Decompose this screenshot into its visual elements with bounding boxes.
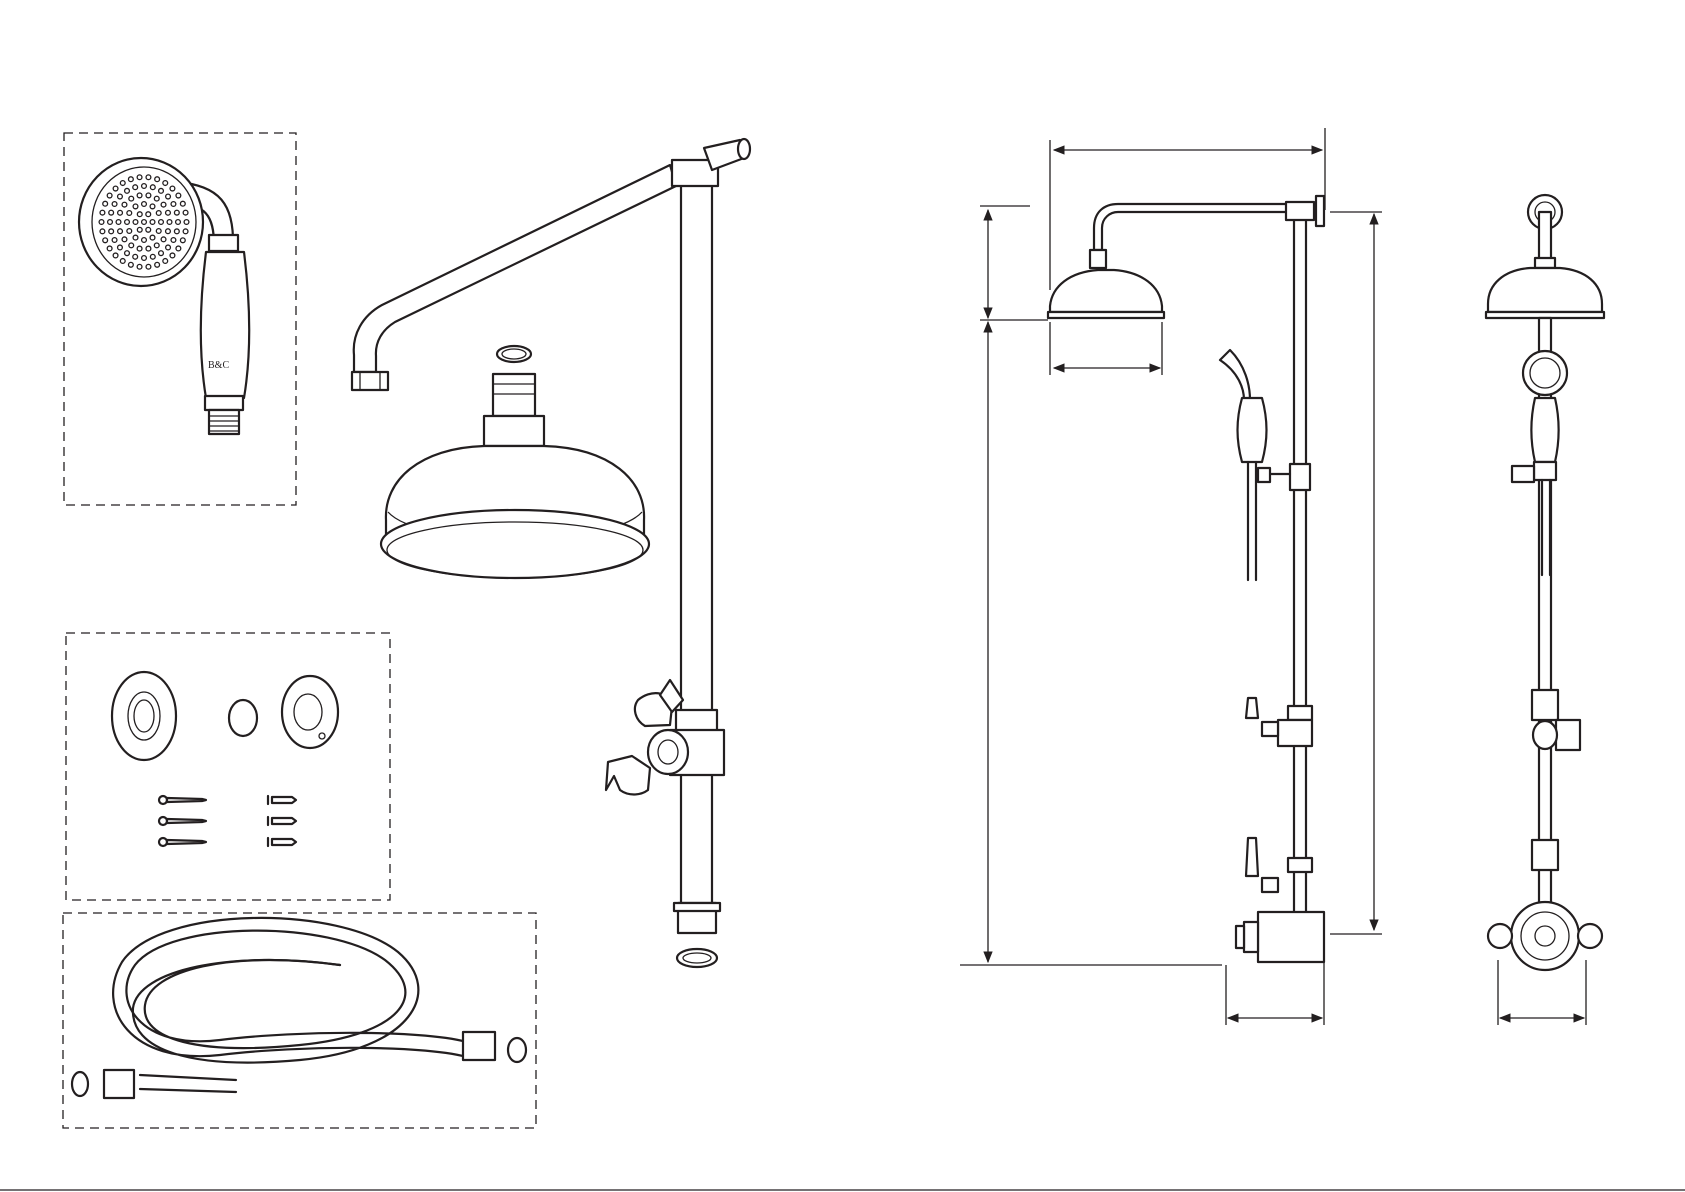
wall-flange bbox=[112, 672, 176, 760]
front-elevation bbox=[1486, 195, 1604, 1025]
hand-shower: B&C bbox=[79, 158, 249, 434]
wall-fixing-kit-box bbox=[66, 633, 390, 900]
hand-shower-box: B&C bbox=[64, 133, 296, 505]
wall-bracket bbox=[282, 676, 338, 748]
side-elevation bbox=[960, 128, 1382, 1025]
dimension-lines-side bbox=[960, 128, 1382, 1025]
brand-mark: B&C bbox=[208, 360, 229, 371]
rose-head bbox=[381, 346, 649, 578]
wall-plugs bbox=[268, 796, 296, 846]
flexible-hose-box bbox=[63, 913, 536, 1128]
o-ring bbox=[229, 700, 257, 736]
flexible-hose bbox=[72, 918, 526, 1098]
screws bbox=[159, 796, 206, 846]
